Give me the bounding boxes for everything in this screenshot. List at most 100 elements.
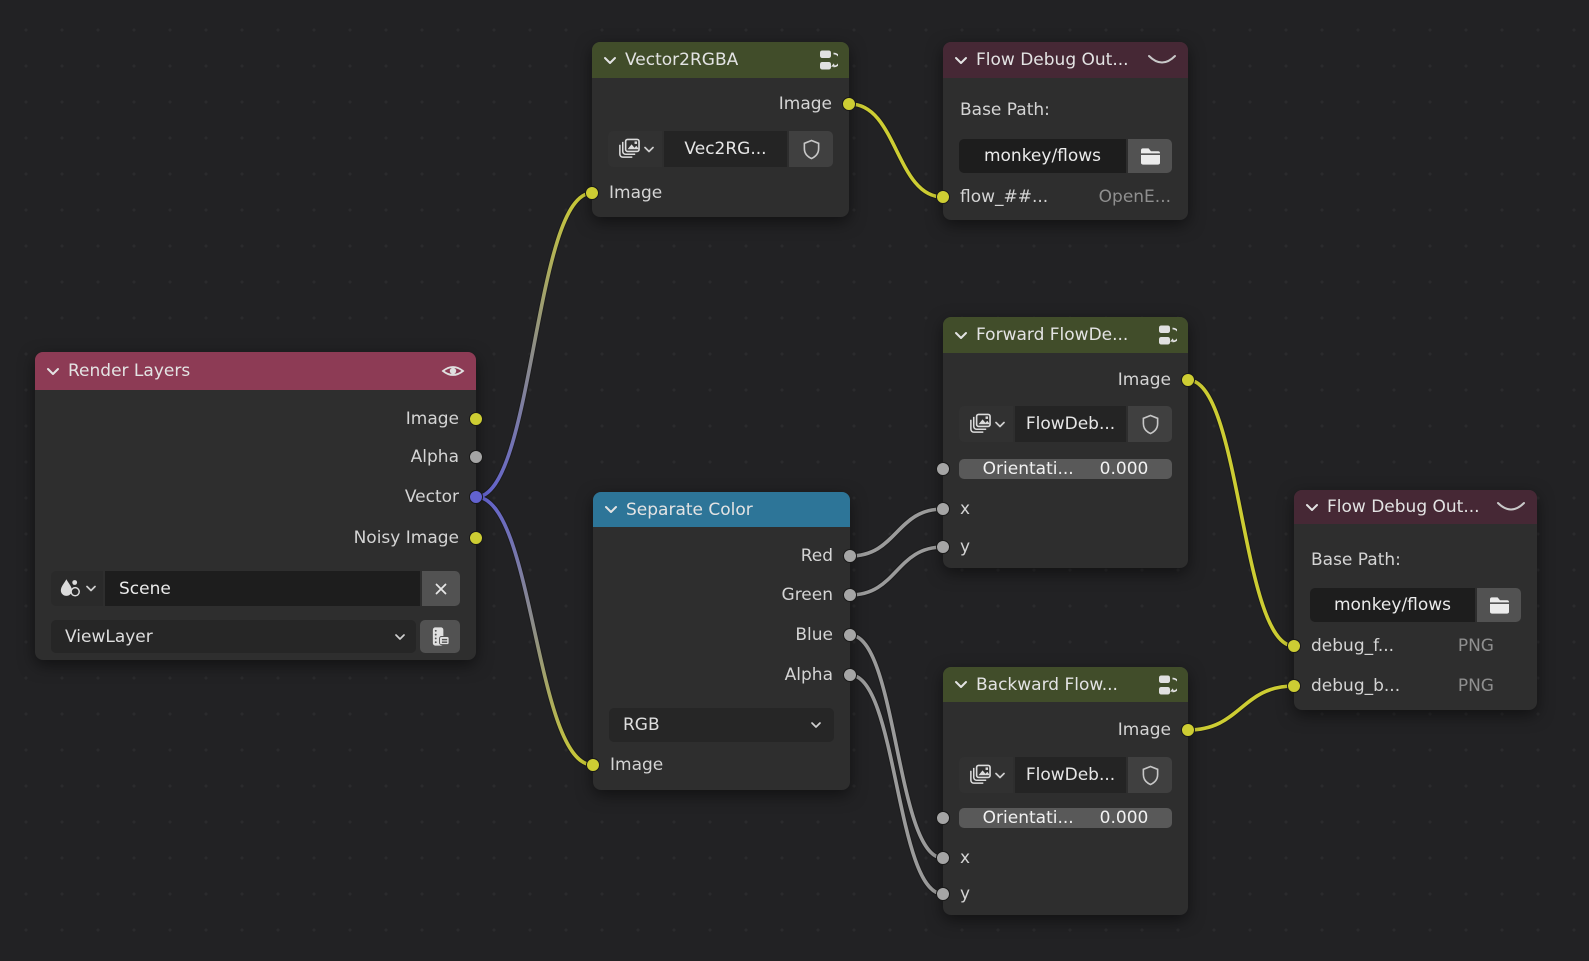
link-vector-to-vec2rgba[interactable] bbox=[474, 191, 594, 499]
eye-icon[interactable] bbox=[441, 363, 465, 379]
image-picker-button[interactable] bbox=[959, 757, 1013, 793]
chevron-down-icon[interactable] bbox=[603, 56, 617, 65]
base-path-field[interactable]: monkey/flows bbox=[959, 139, 1126, 173]
close-icon bbox=[435, 583, 447, 594]
socket-vector-output[interactable] bbox=[469, 490, 483, 504]
socket-image-input[interactable] bbox=[586, 758, 600, 772]
image-name-field[interactable]: Vec2RG... bbox=[664, 131, 787, 167]
chevron-down-icon[interactable] bbox=[954, 56, 968, 65]
node-header[interactable]: Separate Color bbox=[593, 492, 850, 527]
scene-picker-button[interactable] bbox=[51, 571, 103, 606]
node-forward-flow-debug[interactable]: Forward FlowDe... Image bbox=[936, 317, 1195, 568]
node-header[interactable]: Render Layers bbox=[35, 352, 476, 390]
socket-label: x bbox=[960, 499, 971, 519]
node-header[interactable]: Forward FlowDe... bbox=[943, 317, 1188, 353]
socket-image-output[interactable] bbox=[1181, 373, 1195, 387]
fake-user-button[interactable] bbox=[1128, 757, 1172, 793]
orientation-slider[interactable]: Orientati... 0.000 bbox=[959, 808, 1172, 828]
socket-orientation-input[interactable] bbox=[936, 462, 950, 476]
unlink-scene-button[interactable] bbox=[422, 571, 460, 606]
node-separate-color[interactable]: Separate Color Red Green Blue Alpha RGB … bbox=[586, 492, 857, 790]
socket-image-output[interactable] bbox=[1181, 723, 1195, 737]
node-header[interactable]: Flow Debug Out... bbox=[943, 42, 1188, 78]
image-name-field[interactable]: FlowDeb... bbox=[1015, 406, 1126, 442]
file-slot-name: flow_##... bbox=[960, 187, 1049, 207]
view-layer-dropdown[interactable]: ViewLayer bbox=[51, 620, 416, 653]
socket-orientation-input[interactable] bbox=[936, 811, 950, 825]
image-name-value: Vec2RG... bbox=[684, 139, 767, 159]
node-title: Separate Color bbox=[626, 499, 753, 520]
socket-label: Image bbox=[405, 409, 459, 429]
socket-label: Red bbox=[800, 546, 833, 566]
link-backward-to-debugb[interactable] bbox=[1186, 684, 1296, 732]
node-render-layers[interactable]: Render Layers Image Alpha Vector Noisy I… bbox=[35, 352, 483, 660]
node-header[interactable]: Vector2RGBA bbox=[592, 42, 849, 78]
link-blue-to-backward-x[interactable] bbox=[848, 633, 945, 860]
output-row-alpha: Alpha bbox=[35, 442, 483, 472]
link-alpha-to-backward-y[interactable] bbox=[848, 673, 945, 896]
socket-y-input[interactable] bbox=[936, 540, 950, 554]
browse-folder-button[interactable] bbox=[1477, 588, 1521, 622]
orientation-slider[interactable]: Orientati... 0.000 bbox=[959, 459, 1172, 479]
node-flow-debug-out-top[interactable]: Flow Debug Out... Base Path: monkey/flow… bbox=[936, 42, 1188, 220]
socket-alpha-output[interactable] bbox=[469, 450, 483, 464]
node-flow-debug-out-right[interactable]: Flow Debug Out... Base Path: monkey/flow… bbox=[1287, 490, 1537, 710]
node-vector2rgba[interactable]: Vector2RGBA Image bbox=[585, 42, 856, 217]
socket-label: Image bbox=[778, 94, 832, 114]
image-picker-button[interactable] bbox=[608, 131, 662, 167]
mode-dropdown[interactable]: RGB bbox=[609, 708, 834, 742]
node-backward-flow-debug[interactable]: Backward Flow... Image bbox=[936, 667, 1195, 915]
socket-blue-output[interactable] bbox=[843, 628, 857, 642]
socket-flow-input[interactable] bbox=[936, 190, 950, 204]
fake-user-button[interactable] bbox=[789, 131, 833, 167]
base-path-field[interactable]: monkey/flows bbox=[1310, 588, 1475, 622]
link-vec2rgba-to-flowout[interactable] bbox=[848, 102, 945, 199]
scene-icon bbox=[60, 579, 80, 597]
socket-red-output[interactable] bbox=[843, 549, 857, 563]
chevron-down-icon bbox=[811, 722, 821, 728]
node-header[interactable]: Backward Flow... bbox=[943, 667, 1188, 702]
socket-label: Image bbox=[1117, 370, 1171, 390]
chevron-down-icon[interactable] bbox=[1305, 503, 1319, 512]
link-forward-to-debugf[interactable] bbox=[1186, 378, 1296, 648]
node-header[interactable]: Flow Debug Out... bbox=[1294, 490, 1537, 524]
socket-debug-b-input[interactable] bbox=[1287, 679, 1301, 693]
link-green-to-forward-y[interactable] bbox=[848, 545, 945, 597]
orientation-label: Orientati... bbox=[982, 808, 1074, 828]
socket-green-output[interactable] bbox=[843, 588, 857, 602]
socket-image-output[interactable] bbox=[842, 97, 856, 111]
chevron-down-icon[interactable] bbox=[954, 331, 968, 340]
view-layer-row: ViewLayer bbox=[51, 620, 460, 653]
node-title: Vector2RGBA bbox=[625, 50, 739, 70]
chevron-down-icon[interactable] bbox=[954, 680, 968, 689]
fake-user-button[interactable] bbox=[1128, 406, 1172, 442]
link-red-to-forward-x[interactable] bbox=[848, 507, 945, 558]
socket-x-input[interactable] bbox=[936, 502, 950, 516]
image-picker-button[interactable] bbox=[959, 406, 1013, 442]
socket-image-output[interactable] bbox=[469, 412, 483, 426]
scene-name-value: Scene bbox=[119, 578, 171, 599]
socket-y-input[interactable] bbox=[936, 887, 950, 901]
scene-name-field[interactable]: Scene bbox=[105, 571, 420, 606]
chevron-down-icon[interactable] bbox=[46, 367, 60, 376]
browse-folder-button[interactable] bbox=[1128, 139, 1172, 173]
socket-x-input[interactable] bbox=[936, 851, 950, 865]
node-title: Flow Debug Out... bbox=[1327, 497, 1480, 517]
output-row-vector: Vector bbox=[35, 482, 483, 512]
mode-value: RGB bbox=[623, 715, 660, 735]
image-name-field[interactable]: FlowDeb... bbox=[1015, 757, 1126, 793]
node-group-icon bbox=[1159, 325, 1177, 345]
input-row-image: Image bbox=[586, 750, 850, 780]
socket-image-input[interactable] bbox=[585, 186, 599, 200]
socket-alpha-output[interactable] bbox=[843, 668, 857, 682]
new-view-layer-button[interactable] bbox=[420, 620, 460, 653]
chevron-down-icon[interactable] bbox=[604, 505, 618, 514]
socket-noisy-image-output[interactable] bbox=[469, 531, 483, 545]
base-path-value: monkey/flows bbox=[1333, 595, 1452, 615]
link-vector-to-separatecolor[interactable] bbox=[474, 495, 595, 767]
base-path-label: Base Path: bbox=[960, 100, 1050, 120]
file-slot-name: debug_f... bbox=[1311, 636, 1395, 656]
socket-debug-f-input[interactable] bbox=[1287, 639, 1301, 653]
